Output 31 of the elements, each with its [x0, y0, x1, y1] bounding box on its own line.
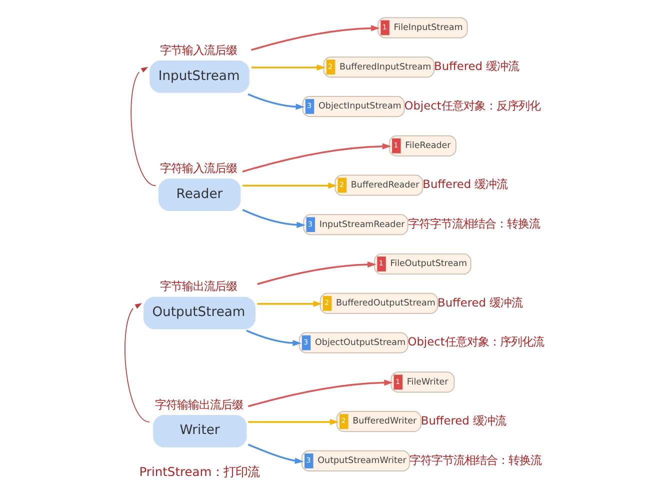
node-label: Object任意对象：序列化流 [407, 334, 544, 349]
arrow [250, 64, 326, 71]
arrow [242, 143, 391, 173]
arrow [248, 418, 338, 426]
arrow [247, 93, 304, 110]
arrow [242, 209, 305, 228]
node-label: 字节输出流后缀 [160, 279, 237, 294]
arrow [256, 261, 376, 285]
arrow [256, 300, 322, 307]
node-label: Buffered 缓冲流 [434, 59, 519, 74]
node-label: 字符字节流相结合：转换流 [407, 216, 540, 231]
node-label: 字符输入流后缀 [160, 161, 237, 176]
arrow [124, 303, 150, 422]
node-label: Buffered 缓冲流 [420, 414, 506, 428]
node-label: 字符字节流相结合：转换流 [409, 452, 542, 467]
node-box: InputStream [149, 60, 249, 93]
node-box: OutputStream [143, 296, 255, 330]
node-label: Buffered 缓冲流 [437, 295, 522, 310]
arrow [246, 330, 301, 346]
arrow [130, 66, 156, 186]
arrow [247, 380, 392, 408]
arrow [242, 182, 336, 189]
arrow [247, 444, 304, 464]
node-box: Reader [158, 178, 240, 212]
label: PrintStream：打印流 [138, 464, 260, 479]
arrow [250, 25, 380, 51]
node-box: Writer [152, 414, 246, 448]
node-label: Object任意对象：反序列化 [404, 98, 540, 112]
node-label: Buffered 缓冲流 [422, 177, 508, 192]
node-label: 字节输入流后缀 [160, 42, 237, 57]
node-label: 字符输输出流后缀 [154, 397, 242, 412]
